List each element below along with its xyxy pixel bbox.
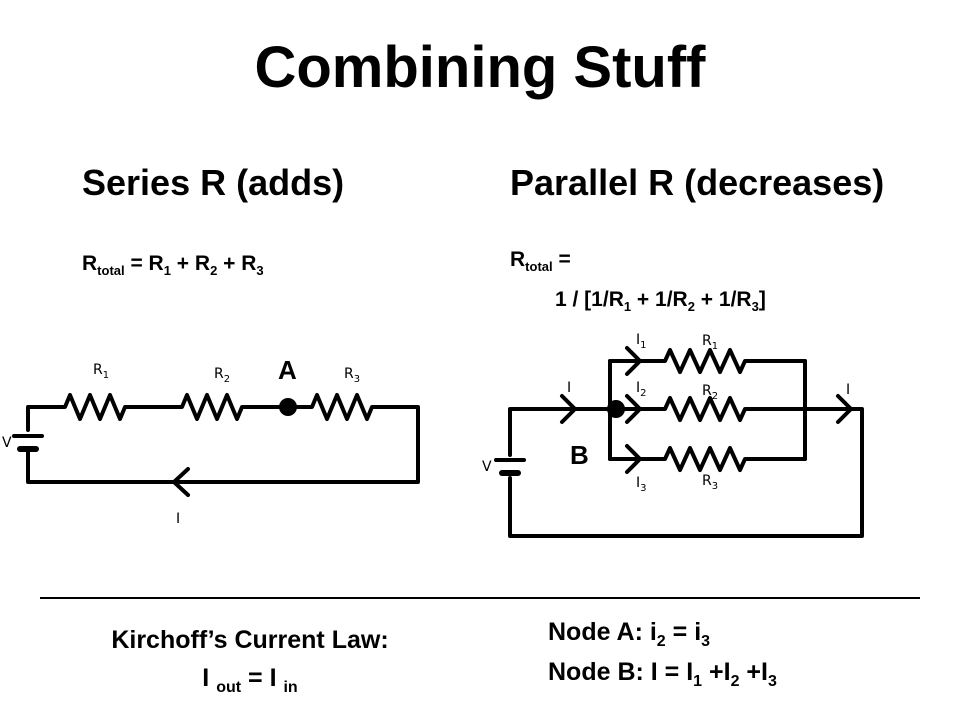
series-r1-label: R1 xyxy=(93,362,109,381)
parallel-main-wire xyxy=(508,407,612,457)
parallel-current-in-label: I xyxy=(567,380,571,396)
series-circuit xyxy=(12,393,420,497)
series-voltage-label: V xyxy=(2,435,12,451)
series-top-wire xyxy=(26,393,420,484)
series-formula: Rtotal = R1 + R2 + R3 xyxy=(82,252,264,279)
parallel-i2-label: I2 xyxy=(636,380,647,399)
parallel-i1-label: I1 xyxy=(636,332,647,351)
divider xyxy=(40,597,920,599)
parallel-formula-line1: Rtotal = xyxy=(510,248,571,275)
series-current-arrow-icon xyxy=(172,467,190,497)
kcl-title: Kirchoff’s Current Law: xyxy=(111,626,389,654)
parallel-r2-label: R2 xyxy=(702,383,718,402)
parallel-heading: Parallel R (decreases) xyxy=(510,162,885,203)
parallel-branch-1 xyxy=(608,348,807,374)
parallel-out-arrow-icon xyxy=(836,394,853,424)
parallel-circuit xyxy=(494,346,864,538)
parallel-return-wire xyxy=(508,407,864,538)
node-b-dot xyxy=(607,400,625,418)
kcl-equation: I out = I in xyxy=(202,664,298,696)
page-title: Combining Stuff xyxy=(254,35,706,100)
node-b-label: B xyxy=(570,440,589,470)
parallel-r1-label: R1 xyxy=(702,333,718,352)
parallel-i3-arrow-icon xyxy=(625,444,642,474)
parallel-formula-line2: 1 / [1/R1 + 1/R2 + 1/R3] xyxy=(555,288,766,315)
node-b-equation: Node B: I = I1 +I2 +I3 xyxy=(548,658,777,690)
series-current-label: I xyxy=(176,511,180,527)
series-r3-label: R3 xyxy=(344,366,360,385)
parallel-i2-arrow-icon xyxy=(625,394,642,424)
node-a-label: A xyxy=(278,355,297,385)
parallel-i1-arrow-icon xyxy=(625,346,642,376)
node-a-equation: Node A: i2 = i3 xyxy=(548,618,711,650)
parallel-branch-3 xyxy=(608,446,807,472)
series-r2-label: R2 xyxy=(214,366,230,385)
parallel-branch-2 xyxy=(608,396,807,422)
parallel-voltage-label: V xyxy=(482,459,492,475)
series-heading: Series R (adds) xyxy=(82,162,345,203)
parallel-i3-label: I3 xyxy=(636,475,647,494)
parallel-in-arrow-icon xyxy=(560,394,577,424)
node-a-dot xyxy=(279,398,297,416)
parallel-r3-label: R3 xyxy=(702,473,718,492)
parallel-current-out-label: I xyxy=(846,382,850,398)
